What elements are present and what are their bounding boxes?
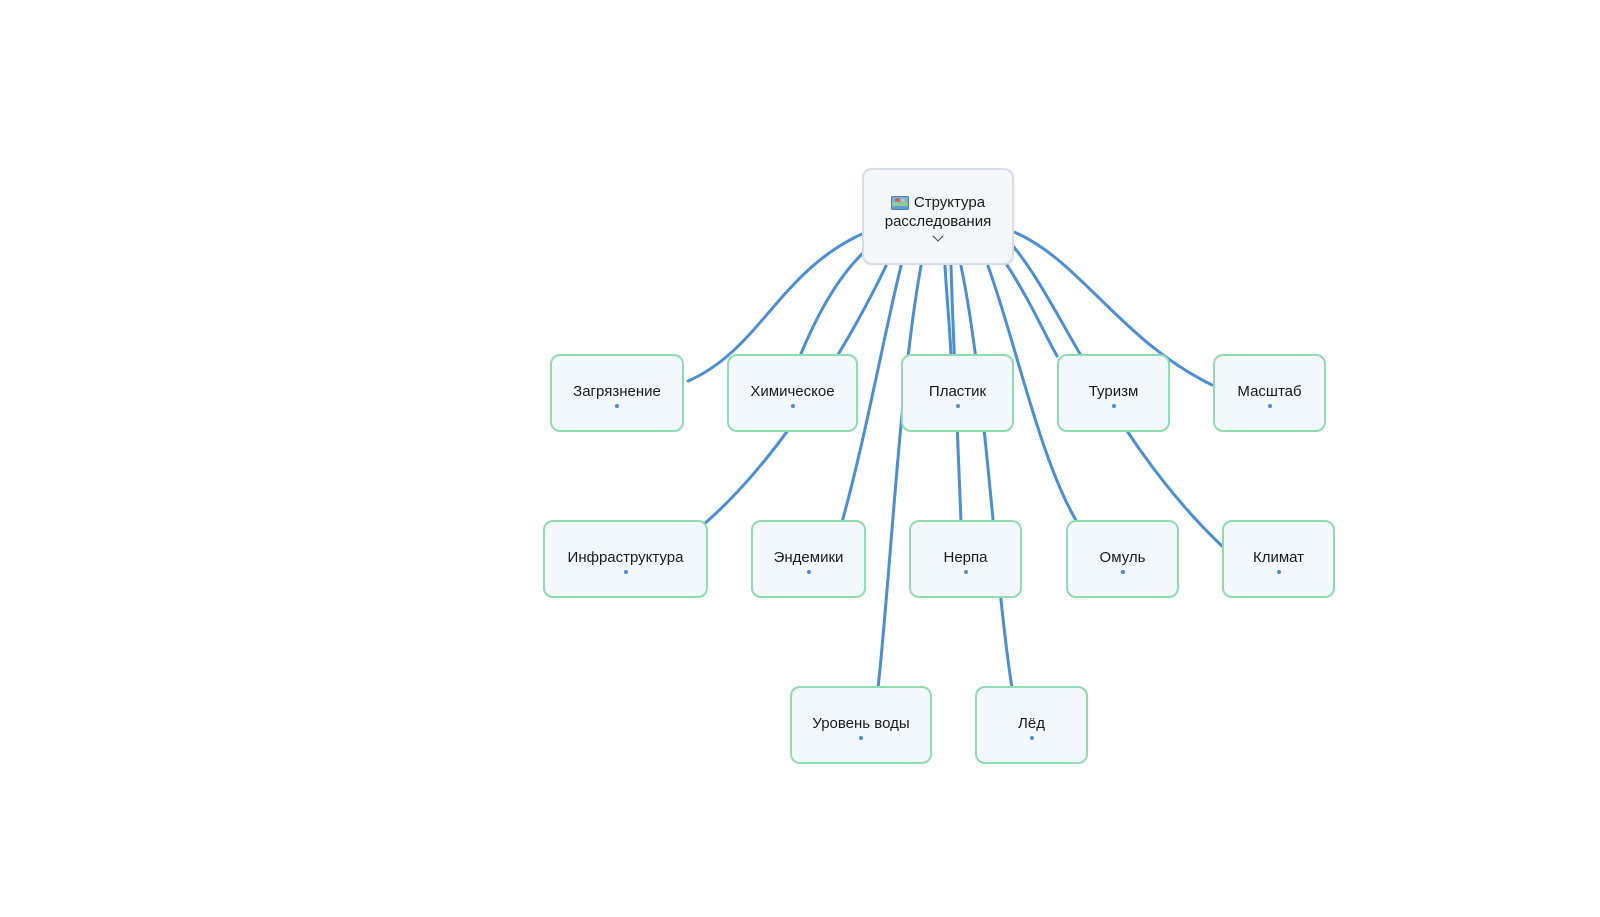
node-handle-dot[interactable] xyxy=(1029,736,1034,740)
chevron-down-icon[interactable] xyxy=(932,230,944,242)
link-root-water-level xyxy=(876,264,923,690)
node-handle-dot[interactable] xyxy=(615,404,619,408)
node-ice[interactable]: Лёд xyxy=(975,686,1088,764)
node-infrastructure[interactable]: Инфраструктура xyxy=(543,520,708,598)
node-label: Туризм xyxy=(1088,382,1139,400)
link-root-endemics xyxy=(840,264,903,524)
node-handle-dot[interactable] xyxy=(1111,404,1116,408)
node-plastic[interactable]: Пластик xyxy=(901,354,1014,432)
node-handle-dot[interactable] xyxy=(963,570,968,574)
node-endemics[interactable]: Эндемики xyxy=(751,520,866,598)
node-label: Климат xyxy=(1252,548,1305,566)
node-label: Химическое xyxy=(750,382,835,400)
node-label: Масштаб xyxy=(1237,382,1302,400)
node-label: Лёд xyxy=(1018,714,1045,732)
node-handle-dot[interactable] xyxy=(859,736,863,740)
root-title-text2: расследования xyxy=(884,213,992,230)
node-scale[interactable]: Масштаб xyxy=(1213,354,1326,432)
node-label: Уровень воды xyxy=(812,714,910,732)
link-root-chemical xyxy=(798,250,866,358)
root-title-text1: Структура xyxy=(913,194,986,211)
link-root-ice xyxy=(959,264,1014,690)
node-climate[interactable]: Климат xyxy=(1222,520,1335,598)
node-label: Нерпа xyxy=(943,548,988,566)
node-chemical[interactable]: Химическое xyxy=(727,354,858,432)
node-handle-dot[interactable] xyxy=(1267,404,1272,408)
node-label: Омуль xyxy=(1099,548,1146,566)
node-handle-dot[interactable] xyxy=(623,570,628,574)
node-omul[interactable]: Омуль xyxy=(1066,520,1179,598)
node-label: Эндемики xyxy=(773,548,844,566)
node-water-level[interactable]: Уровень воды xyxy=(790,686,932,764)
node-label: Пластик xyxy=(928,382,987,400)
root-node[interactable]: Структура расследования xyxy=(862,168,1014,265)
node-handle-dot[interactable] xyxy=(806,570,811,574)
link-root-tourism xyxy=(1003,260,1059,358)
node-pollution[interactable]: Загрязнение xyxy=(550,354,684,432)
node-handle-dot[interactable] xyxy=(1276,570,1281,574)
node-handle-dot[interactable] xyxy=(1120,570,1125,574)
node-handle-dot[interactable] xyxy=(790,404,795,408)
node-nerpa[interactable]: Нерпа xyxy=(909,520,1022,598)
link-root-omul xyxy=(986,264,1079,524)
link-root-scale xyxy=(1012,230,1214,387)
link-root-plastic xyxy=(943,264,953,358)
node-label: Инфраструктура xyxy=(567,548,684,566)
map-icon xyxy=(890,195,909,210)
node-tourism[interactable]: Туризм xyxy=(1057,354,1170,432)
node-handle-dot[interactable] xyxy=(955,404,960,408)
link-root-pollution xyxy=(686,231,866,383)
root-title-line1: Структура xyxy=(890,193,986,212)
node-label: Загрязнение xyxy=(573,382,661,400)
